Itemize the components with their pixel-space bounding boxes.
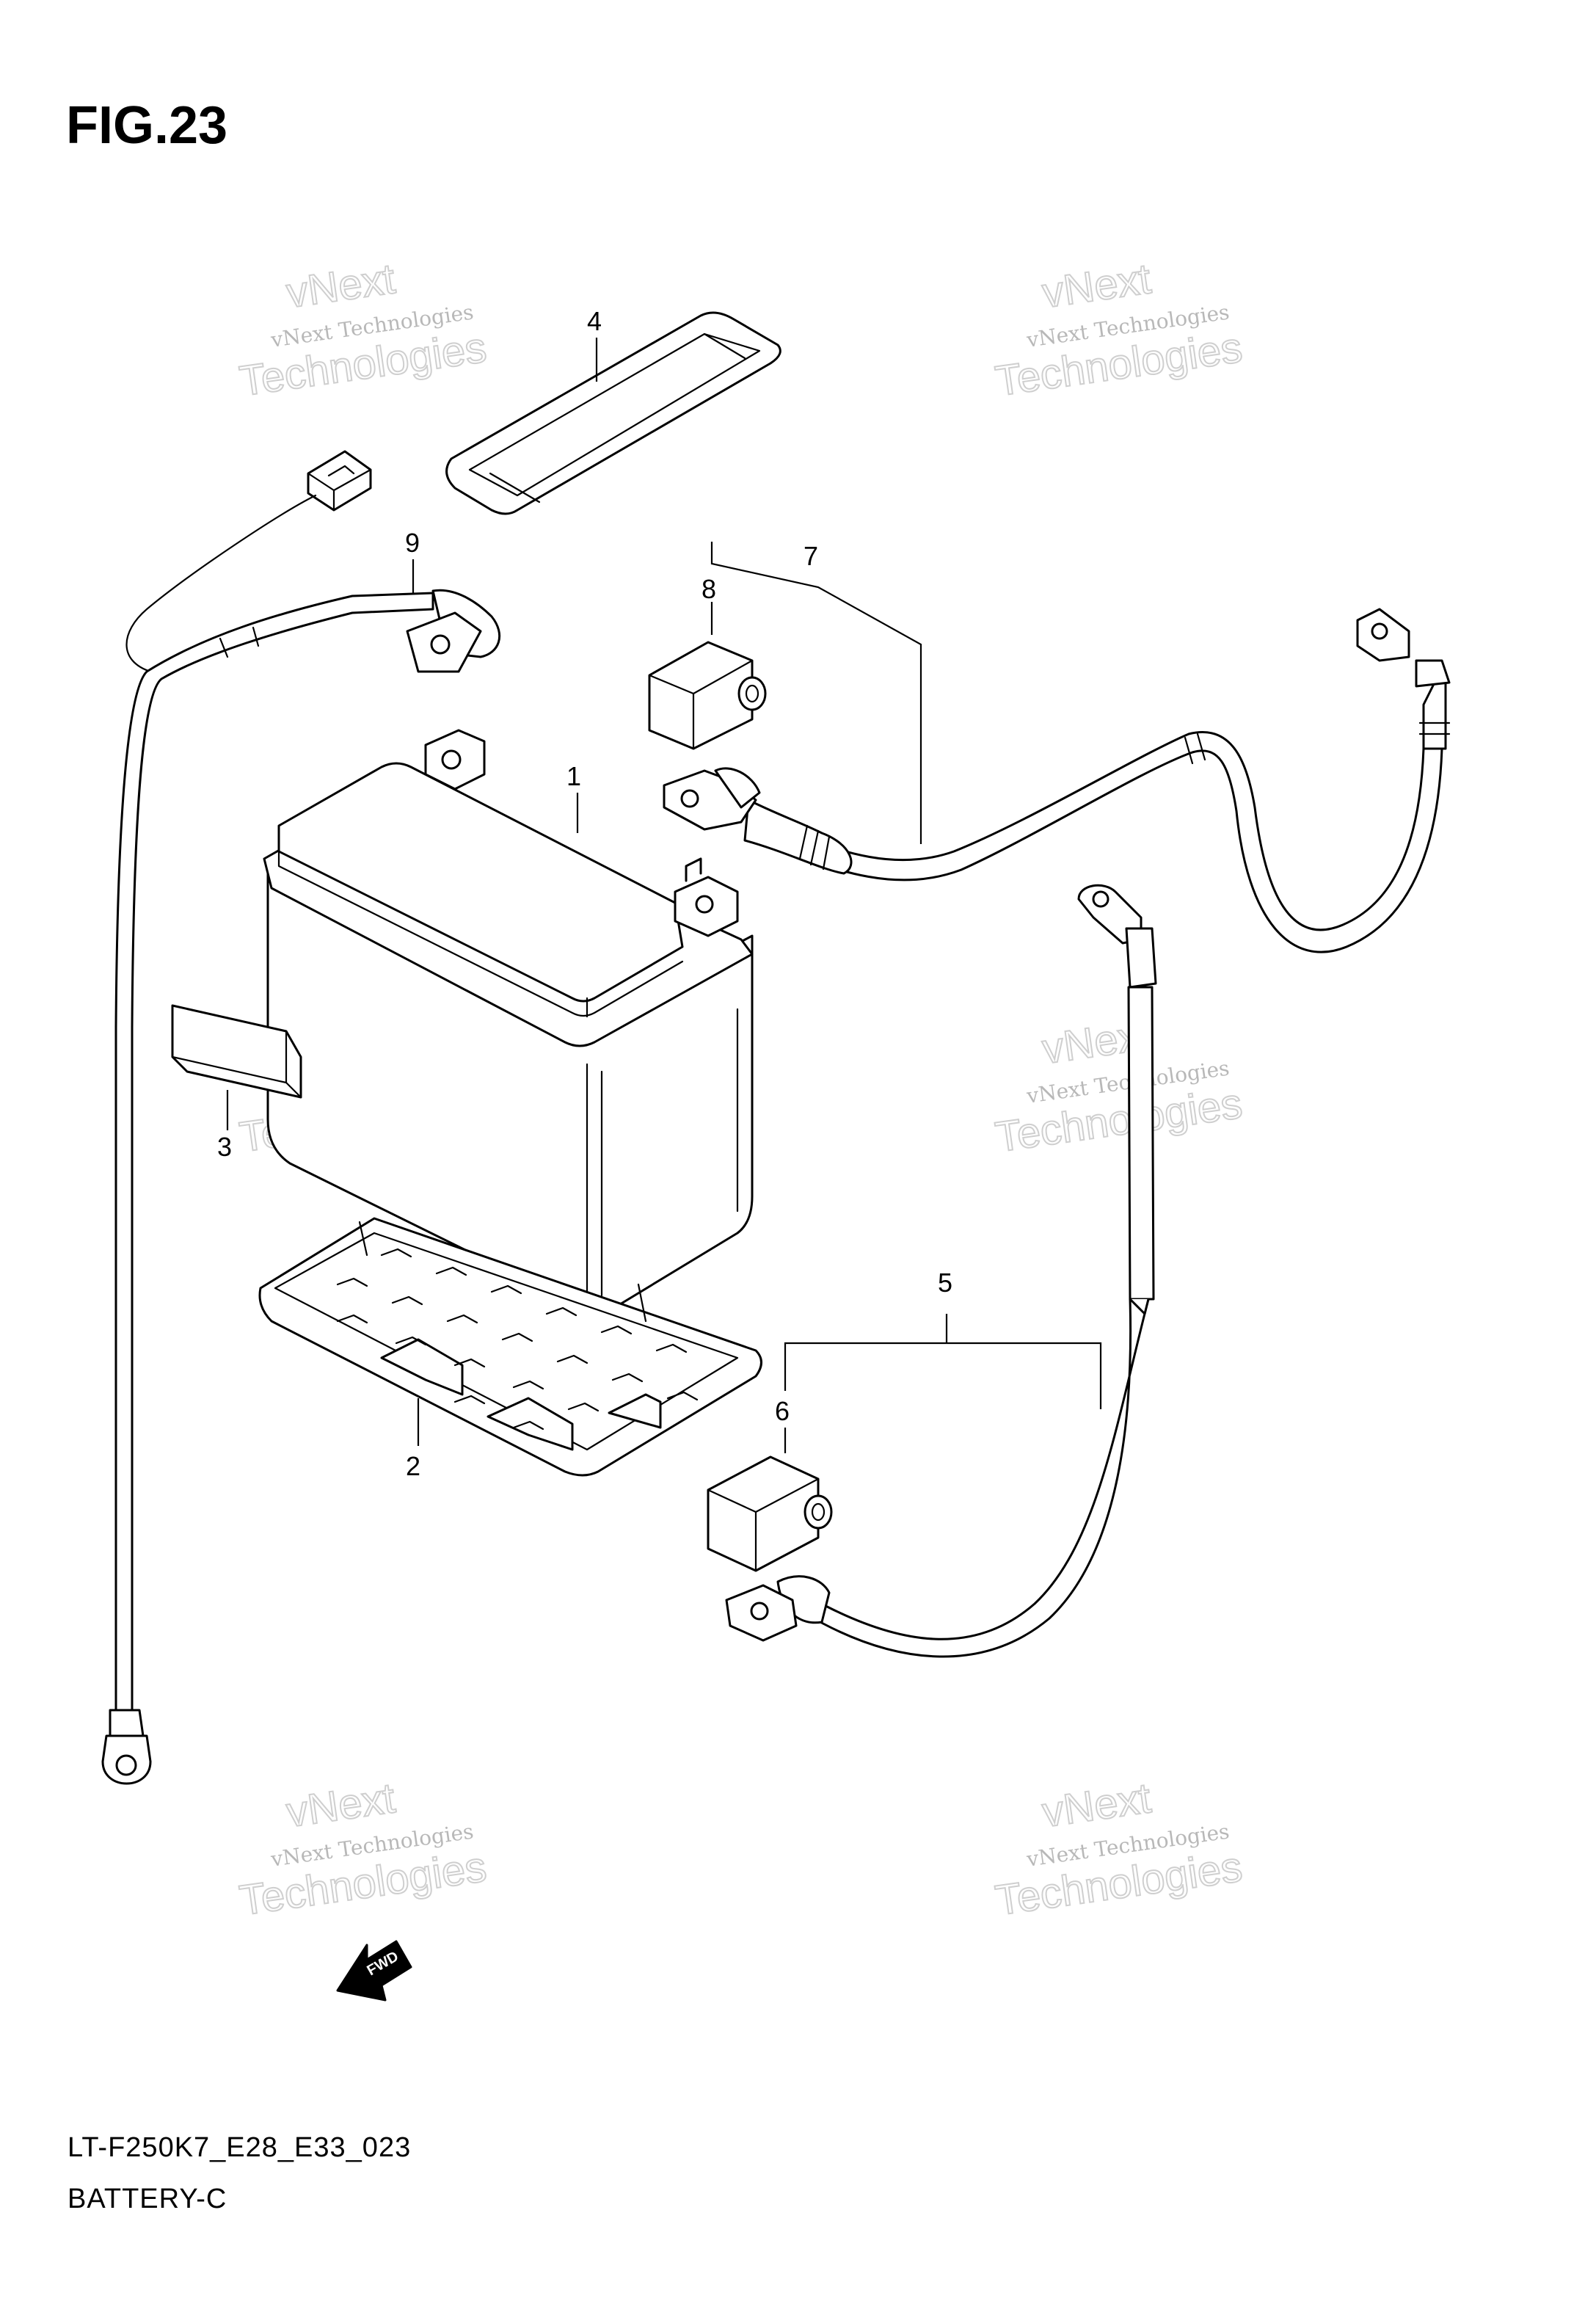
watermark-bottom-left: vNext vNext Technologies Technologies	[236, 1773, 490, 1925]
sensor-lead	[101, 450, 501, 1785]
forward-arrow: FWD	[336, 1940, 412, 2002]
watermark-mid-right: vNext vNext Technologies Technologies	[992, 1010, 1246, 1162]
callout-5: 5	[938, 1268, 952, 1298]
watermark-brand: vNext	[283, 1774, 398, 1836]
watermark-top-left: vNext vNext Technologies Technologies	[236, 254, 490, 406]
watermark-brand: vNext	[283, 255, 398, 317]
watermark-brand: vNext	[1039, 1774, 1154, 1836]
callout-3: 3	[217, 1132, 232, 1162]
positive-terminal-cap	[648, 641, 767, 750]
watermark-brand: vNext	[1039, 255, 1154, 317]
leader-7	[710, 542, 922, 844]
callout-9: 9	[405, 528, 420, 558]
positive-cable	[663, 608, 1451, 953]
watermark-bottom-right: vNext vNext Technologies Technologies	[992, 1773, 1246, 1925]
tray-slots	[336, 1248, 699, 1431]
callout-6: 6	[775, 1396, 790, 1426]
figure-code: LT-F250K7_E28_E33_023	[68, 2132, 412, 2163]
battery	[263, 729, 754, 1313]
callout-labels: 4 9 1 3 2 8 7 5 6	[217, 306, 952, 1481]
callout-7: 7	[804, 541, 818, 571]
callout-1: 1	[566, 761, 581, 791]
leader-5	[784, 1314, 1102, 1409]
negative-cable	[725, 884, 1157, 1658]
battery-strap	[445, 311, 781, 515]
battery-tray	[258, 1217, 762, 1477]
label-pad	[171, 1004, 302, 1099]
callout-8: 8	[702, 574, 716, 604]
leader-lines	[226, 338, 1102, 1453]
figure-subtitle: BATTERY-C	[68, 2184, 227, 2214]
figure-title: FIG.23	[66, 96, 228, 155]
callout-2: 2	[406, 1451, 420, 1481]
negative-terminal-cap	[707, 1455, 833, 1572]
watermark-top-right: vNext vNext Technologies Technologies	[992, 254, 1246, 406]
callout-4: 4	[587, 306, 602, 336]
